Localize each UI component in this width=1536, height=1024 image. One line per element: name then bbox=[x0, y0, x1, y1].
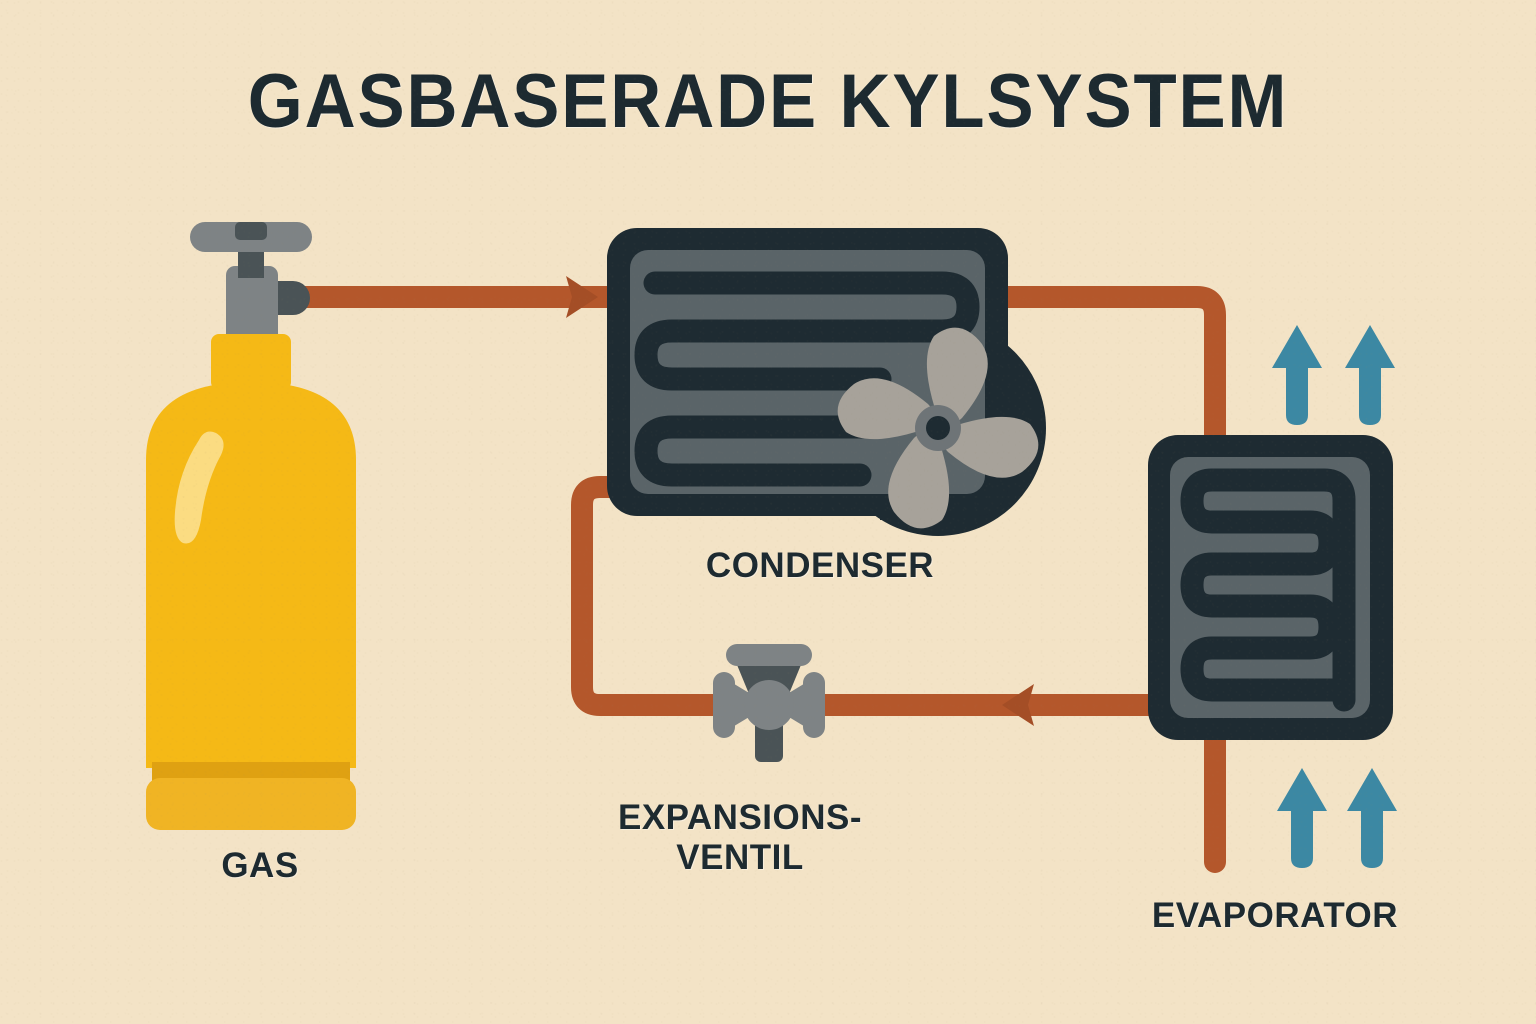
condenser-fan-icon bbox=[837, 327, 1039, 529]
flow-arrow-right-icon bbox=[566, 276, 598, 318]
fan-blade-3 bbox=[888, 432, 950, 529]
cylinder-highlight bbox=[174, 431, 224, 544]
evaporator-airflow-bottom bbox=[1277, 768, 1397, 868]
label-condenser: CONDENSER bbox=[705, 546, 935, 585]
expansion-valve-handle-icon[interactable] bbox=[726, 644, 812, 666]
expansion-valve-wing-right-edge bbox=[803, 672, 825, 738]
cylinder-foot bbox=[146, 778, 356, 830]
airflow-arrow-up-icon bbox=[1272, 325, 1322, 425]
fan-blade-1 bbox=[926, 327, 988, 424]
label-expansion-valve: EXPANSIONS- VENTIL bbox=[617, 798, 863, 878]
cylinder-neck bbox=[211, 334, 291, 390]
evaporator-airflow-top bbox=[1272, 325, 1395, 425]
valve-body bbox=[226, 266, 278, 346]
valve-handle-cap bbox=[235, 222, 267, 240]
fan-hub-center bbox=[926, 416, 950, 440]
condenser-coil-lower bbox=[634, 415, 892, 487]
expansion-valve-hub bbox=[744, 680, 794, 730]
condenser-coil-upper bbox=[634, 271, 980, 391]
label-evaporator: EVAPORATOR bbox=[1151, 896, 1399, 935]
flow-arrow-left-icon bbox=[1002, 684, 1034, 726]
fan-blade-2 bbox=[942, 416, 1039, 478]
pipe-evaporator-to-condenser bbox=[571, 476, 1171, 716]
page-title: GASBASERADE KYLSYSTEM bbox=[247, 59, 1289, 144]
pipe-condenser-to-evaporator bbox=[989, 286, 1226, 463]
fan-blade-4 bbox=[837, 378, 934, 440]
expansion-valve-wing-left-edge bbox=[713, 672, 735, 738]
evaporator-coil bbox=[1180, 468, 1356, 712]
label-gas: GAS bbox=[221, 846, 299, 885]
airflow-arrow-up-icon bbox=[1345, 325, 1395, 425]
flow-arrowheads bbox=[566, 276, 1034, 726]
airflow-arrow-up-icon bbox=[1277, 768, 1327, 868]
airflow-arrow-up-icon bbox=[1347, 768, 1397, 868]
cylinder-valve[interactable] bbox=[190, 222, 312, 346]
